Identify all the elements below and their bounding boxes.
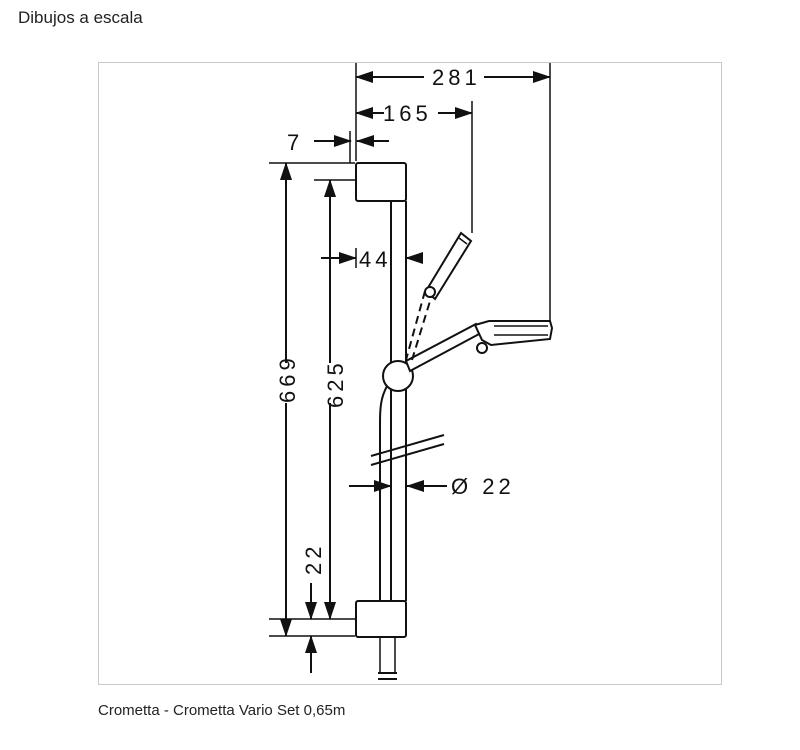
handshower-horizontal [404, 320, 554, 373]
handshower-angled [405, 231, 473, 361]
wall-holder-top [355, 162, 407, 202]
slider-knob [382, 360, 414, 392]
dimension-669-label: 669 [275, 354, 300, 403]
dimension-44: 44 [321, 247, 423, 272]
dimension-44-label: 44 [359, 247, 391, 272]
technical-drawing-frame: 281 165 7 669 625 [98, 62, 722, 685]
break-mark-upper [370, 434, 445, 457]
slide-bar [390, 201, 407, 601]
dimension-281-label: 281 [432, 65, 481, 90]
dimension-281: 281 [355, 65, 551, 90]
dimension-7-label: 7 [287, 130, 303, 155]
section-title: Dibujos a escala [18, 8, 143, 27]
wall-holder-bottom [355, 600, 407, 638]
dimension-22-bottom: 22 [269, 543, 355, 673]
shower-set-drawing: 281 165 7 669 625 [269, 63, 554, 680]
break-mark-lower [370, 443, 445, 466]
dimension-165: 165 [355, 101, 473, 126]
dimension-22-bottom-label: 22 [301, 543, 326, 575]
dimension-diameter-22: Ø 22 [349, 474, 515, 499]
dimension-669: 669 [275, 162, 300, 637]
dimension-625: 625 [323, 179, 348, 620]
dimension-625-label: 625 [323, 359, 348, 408]
dimension-7: 7 [287, 130, 389, 163]
dimension-diameter-22-label: Ø 22 [451, 474, 515, 499]
dimension-165-label: 165 [383, 101, 432, 126]
figure-caption: Crometta - Crometta Vario Set 0,65m [98, 702, 346, 719]
hose [378, 374, 396, 601]
